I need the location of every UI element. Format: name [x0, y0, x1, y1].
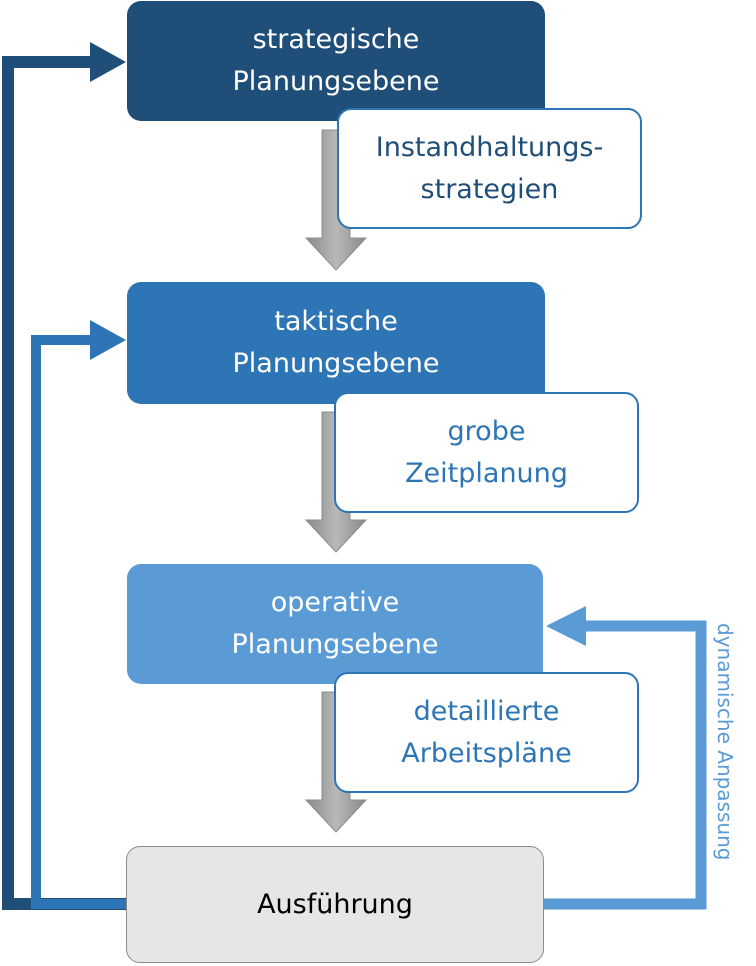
strategic-level-line-1: strategische	[252, 24, 420, 55]
feedback-arrow-to-strategic	[2, 42, 128, 910]
tactical-output-line-2: Zeitplanung	[405, 457, 568, 489]
operative-output-line-2: Arbeitspläne	[401, 737, 572, 769]
tactical-level-line-2: Planungsebene	[232, 348, 440, 379]
operative-level-line-2: Planungsebene	[231, 629, 439, 660]
tactical-planning-level: taktische Planungsebene	[127, 282, 545, 404]
feedback-arrow-to-operative	[544, 606, 707, 910]
operative-level-line-1: operative	[270, 587, 400, 618]
strategic-level-line-2: Planungsebene	[232, 66, 440, 97]
operative-output-line-1: detaillierte	[413, 695, 560, 727]
strategic-output-line-2: strategien	[420, 173, 559, 205]
strategic-output-callout: Instandhaltungs- strategien	[337, 108, 642, 229]
tactical-output-line-1: grobe	[447, 415, 526, 447]
operative-output-callout: detaillierte Arbeitspläne	[334, 672, 639, 793]
strategic-output-line-1: Instandhaltungs-	[375, 131, 604, 163]
operative-planning-level: operative Planungsebene	[127, 564, 543, 684]
strategic-planning-level: strategische Planungsebene	[127, 1, 545, 121]
execution-box: Ausführung	[126, 846, 544, 963]
tactical-level-line-1: taktische	[274, 306, 398, 337]
dynamic-adjustment-label: dynamische Anpassung	[713, 623, 737, 861]
tactical-output-callout: grobe Zeitplanung	[334, 392, 639, 513]
execution-label: Ausführung	[257, 888, 413, 920]
feedback-arrow-to-tactical	[31, 320, 128, 909]
